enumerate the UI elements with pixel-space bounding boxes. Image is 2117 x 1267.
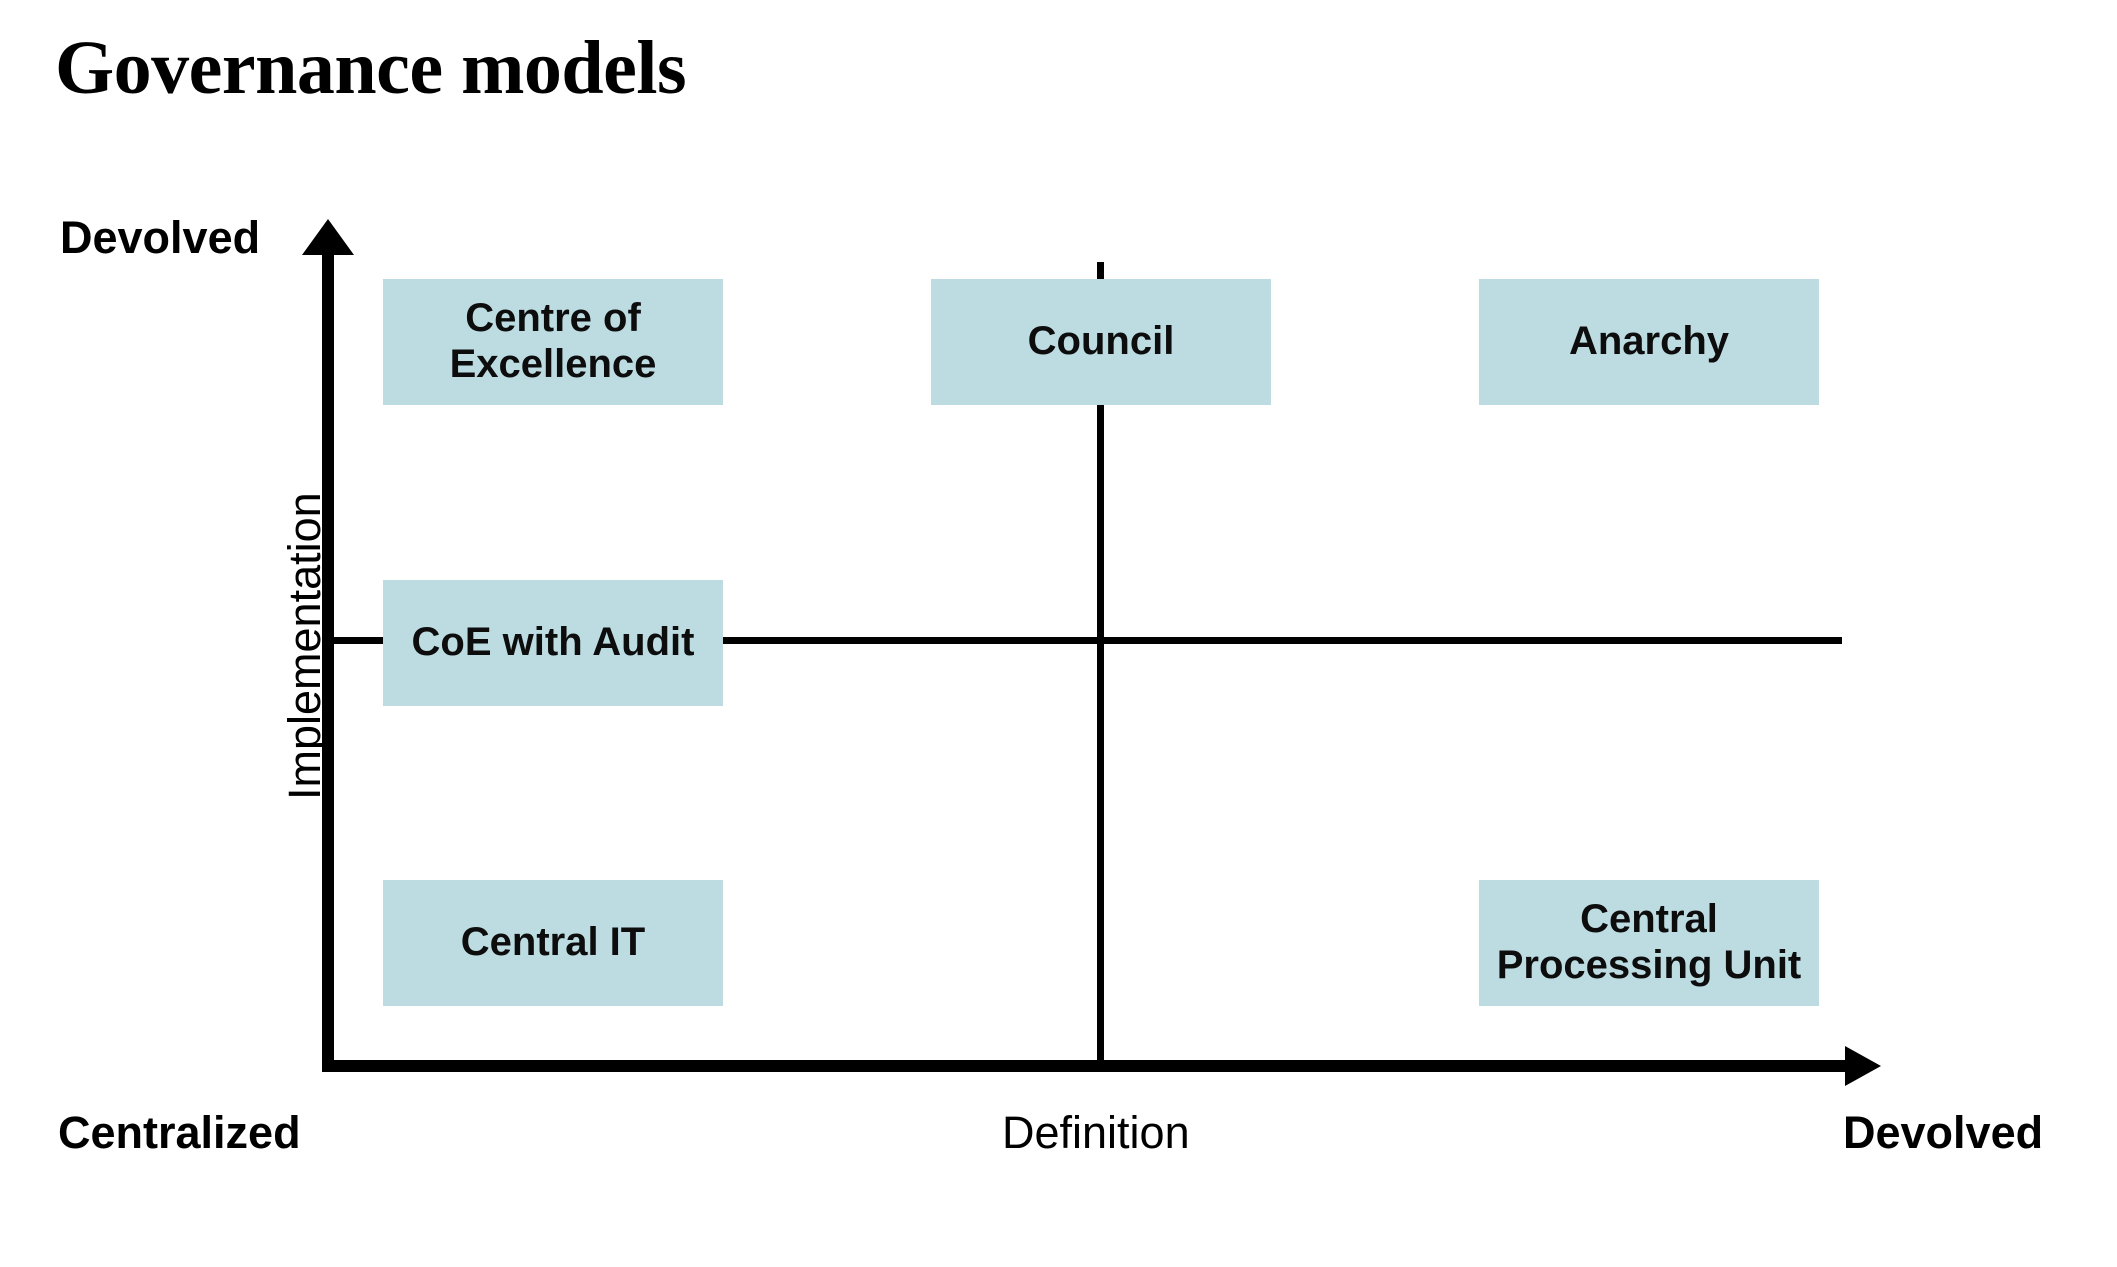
model-box-label: Council — [1027, 319, 1175, 364]
model-box-label: Anarchy — [1568, 319, 1730, 364]
model-box-anarchy[interactable]: Anarchy — [1479, 279, 1819, 405]
y-axis-line — [322, 246, 334, 1072]
y-axis-arrow-icon — [302, 219, 354, 255]
model-box-council[interactable]: Council — [931, 279, 1271, 405]
quadrant-vertical-divider — [1097, 262, 1104, 1062]
x-axis-line — [322, 1060, 1852, 1072]
x-axis-right-label: Devolved — [1843, 1107, 2044, 1158]
model-box-label: CoE with Audit — [411, 620, 695, 665]
x-axis-title: Definition — [1002, 1107, 1190, 1158]
quadrant-horizontal-divider — [334, 637, 1842, 644]
model-box-label: Central IT — [460, 920, 646, 965]
page-title: Governance models — [55, 26, 687, 110]
y-axis-top-label: Devolved — [60, 212, 261, 263]
model-box-central-it[interactable]: Central IT — [383, 880, 723, 1006]
model-box-coe-with-audit[interactable]: CoE with Audit — [383, 580, 723, 706]
x-axis-arrow-icon — [1845, 1046, 1881, 1086]
y-axis-title: Implementation — [279, 492, 330, 800]
x-axis-left-label: Centralized — [58, 1107, 301, 1158]
